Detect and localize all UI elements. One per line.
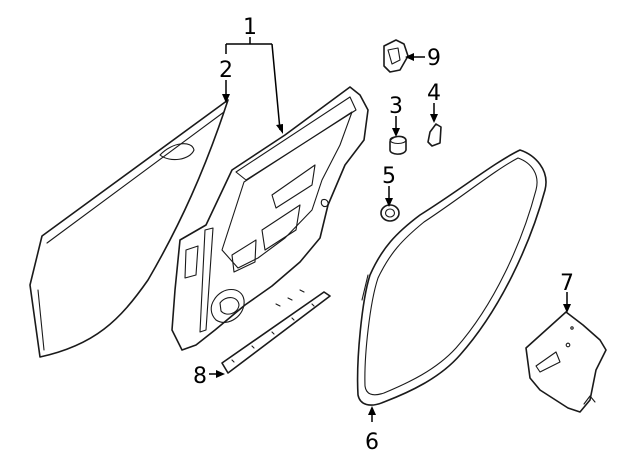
- clip-part-4: [427, 123, 442, 147]
- arrowhead-4: [430, 114, 438, 123]
- callout-9: 9: [427, 46, 441, 71]
- callout-labels: 1 2 3 4 5 6 7 8 9: [193, 15, 574, 455]
- arrowhead-6: [368, 406, 376, 415]
- lower-seal-strip: [221, 291, 331, 374]
- callout-6: 6: [365, 430, 379, 455]
- callout-8: 8: [193, 364, 207, 389]
- arrowhead-3: [392, 128, 400, 137]
- arrowhead-8: [216, 370, 225, 378]
- arrowhead-7: [563, 304, 571, 313]
- arrowhead-1: [276, 124, 283, 134]
- door-weatherstrip: [356, 149, 547, 406]
- arrowheads: [216, 53, 571, 415]
- trim-insulator-pad: [525, 311, 607, 413]
- callout-7: 7: [560, 271, 574, 296]
- callout-5: 5: [382, 164, 396, 189]
- leader-1: [225, 37, 281, 131]
- arrowhead-5: [385, 198, 393, 207]
- arrowhead-2: [222, 94, 230, 103]
- arrowhead-9: [405, 53, 414, 61]
- plug-part-3: [389, 135, 407, 155]
- door-inner-shell: [171, 86, 369, 351]
- callout-1: 1: [243, 15, 257, 40]
- callout-4: 4: [427, 81, 441, 106]
- callout-3: 3: [389, 94, 403, 119]
- callout-2: 2: [219, 58, 233, 83]
- grommet-part-5: [380, 204, 400, 222]
- door-outer-panel: [29, 99, 229, 358]
- door-check-bracket: [383, 39, 409, 73]
